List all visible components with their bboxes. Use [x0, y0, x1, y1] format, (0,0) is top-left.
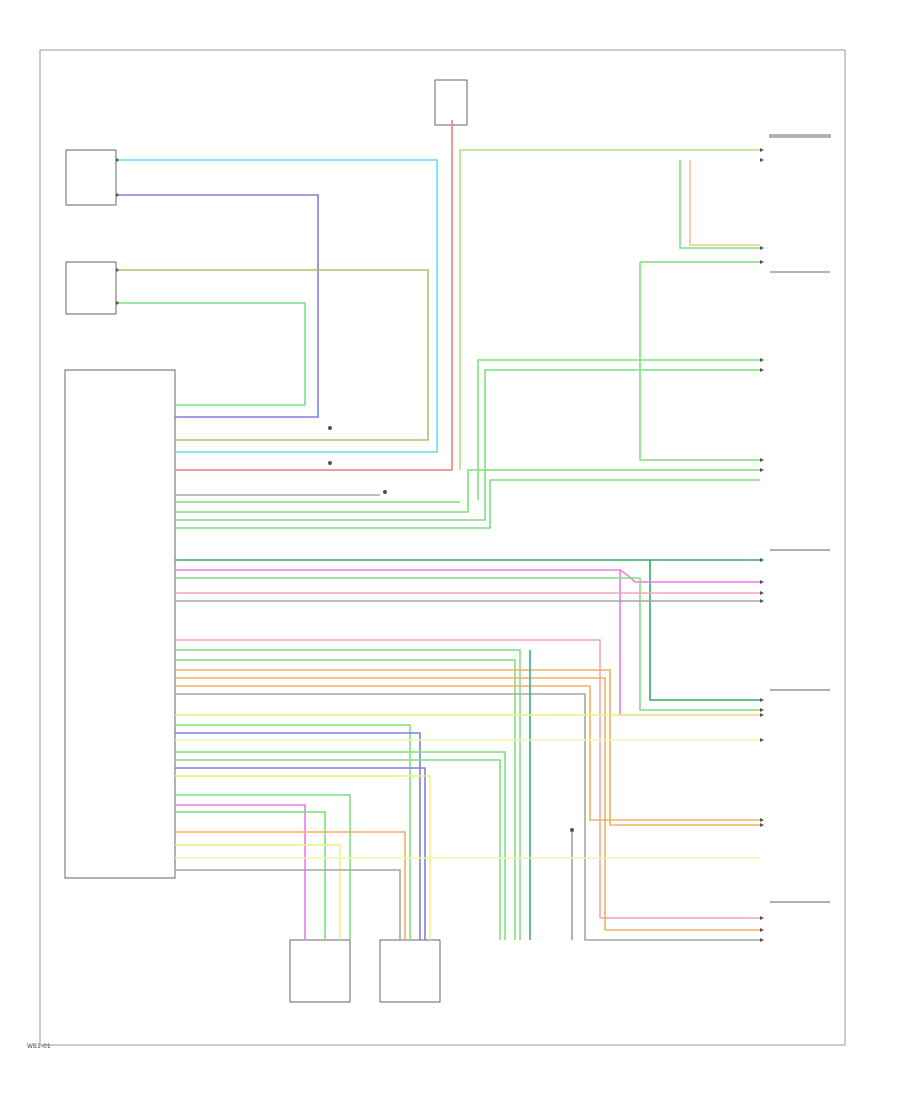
wire-green-top2: [679, 160, 760, 249]
wire-yellow-lm2: [175, 844, 341, 940]
pin-arrow: [760, 823, 764, 827]
wires: [117, 120, 760, 941]
pin-arrow: [760, 246, 764, 250]
wire-green-lm3: [175, 759, 501, 940]
wire-orange-lm: [175, 831, 406, 940]
seat-connector-right-side: [769, 134, 831, 138]
wire-gray-lm: [175, 869, 401, 940]
wire-light-green-lower: [175, 577, 760, 711]
pin-arrow: [760, 818, 764, 822]
wire-green-lm1: [175, 724, 411, 940]
pin-arrow: [760, 698, 764, 702]
terminal: [328, 426, 332, 430]
wire-green-top: [459, 149, 760, 470]
left-mirror-motor: [289, 939, 351, 1003]
wire-green-lm5: [175, 811, 326, 940]
wire-salmon: [175, 639, 760, 919]
wire-green-3: [477, 359, 760, 500]
pin-arrow: [760, 458, 764, 462]
wire-cyan: [117, 159, 438, 453]
terminal: [115, 301, 119, 305]
wire-green-lm4: [175, 794, 351, 940]
wire-magenta: [175, 569, 760, 583]
pin-arrows: [760, 148, 764, 942]
pin-arrow: [760, 158, 764, 162]
wire-green-5: [175, 369, 760, 521]
pin-arrow: [760, 599, 764, 603]
pin-arrow: [760, 468, 764, 472]
wire-orange-top: [689, 160, 760, 246]
terminal: [328, 461, 332, 465]
fuse-box: [434, 79, 468, 126]
pin-arrow: [760, 148, 764, 152]
wire-orange: [175, 669, 760, 826]
pin-arrow: [760, 928, 764, 932]
components: [64, 79, 831, 1003]
pin-arrow: [760, 558, 764, 562]
wire-blue-lm: [175, 732, 421, 940]
wire-green-lm2: [175, 751, 506, 940]
terminal: [570, 828, 574, 832]
pin-arrow: [760, 358, 764, 362]
wire-red-feed: [175, 120, 453, 471]
pin-arrow: [760, 738, 764, 742]
terminal: [115, 193, 119, 197]
wire-dark-green-2: [649, 560, 760, 701]
pin-arrow: [760, 713, 764, 717]
wire-blue-lm2: [175, 767, 426, 940]
pin-arrow: [760, 368, 764, 372]
pin-arrow: [760, 708, 764, 712]
right-mirror-motor: [379, 939, 441, 1003]
footer-code: WB1-01: [27, 1043, 51, 1050]
right-power-mirror-switch: [65, 149, 117, 206]
diagram-border: [39, 49, 846, 1046]
wire-green-6: [175, 479, 760, 529]
wire-yellow-lm: [175, 775, 431, 940]
terminal: [115, 268, 119, 272]
wire-blue: [117, 194, 319, 418]
wire-orange-3: [175, 685, 760, 821]
wire-green-4: [175, 469, 760, 513]
terminal: [383, 490, 387, 494]
wire-olive: [117, 269, 429, 441]
pin-arrow: [760, 938, 764, 942]
terminal: [115, 158, 119, 162]
left-power-mirror-switch: [65, 261, 117, 315]
memory-seat-module: [64, 369, 176, 879]
pin-arrow: [760, 580, 764, 584]
pin-arrow: [760, 260, 764, 264]
wire-green-mirror: [117, 302, 306, 406]
wire-green-lower-2: [175, 659, 516, 940]
wire-orange-2: [175, 677, 760, 931]
wire-gray-3: [175, 693, 760, 941]
wire-magenta-lm: [175, 804, 306, 940]
wire-green-lower-1: [175, 649, 521, 940]
terminals: [115, 158, 574, 832]
wire-green-vert: [639, 262, 760, 461]
pin-arrow: [760, 916, 764, 920]
wire-magenta-2: [619, 570, 760, 716]
pin-arrow: [760, 591, 764, 595]
